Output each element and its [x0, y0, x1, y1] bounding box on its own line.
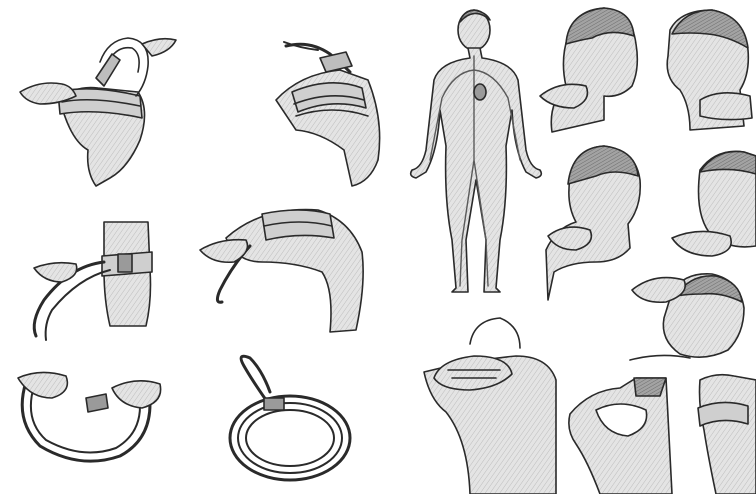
- coiled-band-figure: [230, 356, 350, 480]
- human-circulation-figure: [411, 10, 542, 292]
- hands-pulling-band-figure: [18, 372, 161, 461]
- upper-arm-pressure-figure: [698, 375, 756, 494]
- temple-pressure-point-figure: [630, 274, 744, 360]
- band-pull-bent-knee-figure: [200, 210, 363, 332]
- shoulder-press-figure: [424, 318, 556, 494]
- shoulder-pressure-point-figure: [546, 146, 640, 300]
- jaw-pressure-point-figure: [672, 151, 756, 256]
- armpit-pressure-point-figure: [569, 378, 672, 494]
- tourniquet-wrap-thigh-figure: [20, 38, 176, 186]
- neck-pressure-point-figure-1: [540, 8, 637, 132]
- strap-through-buckle-figure: [34, 222, 152, 340]
- neck-pressure-point-figure-2: [667, 10, 752, 130]
- tourniquet-loops-knee-figure: [276, 42, 380, 186]
